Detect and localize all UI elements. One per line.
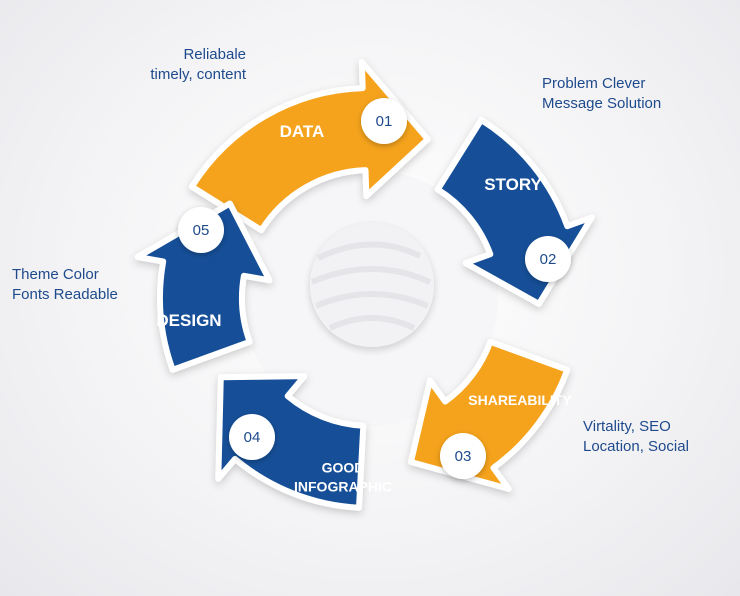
note-design-line-1: Theme Color bbox=[12, 266, 99, 283]
badge-number-02: 02 bbox=[540, 251, 557, 268]
badge-number-03: 03 bbox=[455, 448, 472, 465]
badge-number-04: 04 bbox=[244, 429, 261, 446]
note-design-line-2: Fonts Readable bbox=[12, 286, 118, 303]
step-label-03: SHAREABILITY bbox=[468, 392, 572, 408]
note-shareability-line-1: Virtality, SEO bbox=[583, 418, 671, 435]
badge-step-01: 01 bbox=[361, 98, 407, 144]
note-story-line-1: Problem Clever bbox=[542, 75, 646, 92]
step-label-line: DESIGN bbox=[156, 311, 221, 330]
badge-number-01: 01 bbox=[376, 113, 393, 130]
step-label-02: STORY bbox=[484, 175, 542, 194]
step-label-line: SHAREABILITY bbox=[468, 392, 572, 408]
globe-watermark-icon bbox=[310, 223, 434, 347]
note-design: Theme Color Fonts Readable bbox=[12, 265, 118, 305]
step-label-line: GOOD bbox=[322, 460, 365, 476]
note-story-line-2: Message Solution bbox=[542, 95, 662, 112]
note-story: Problem Clever Message Solution bbox=[542, 74, 661, 114]
step-label-05: DESIGN bbox=[156, 311, 221, 330]
badge-step-04: 04 bbox=[229, 414, 275, 460]
badge-number-05: 05 bbox=[193, 222, 210, 239]
arrow-step-04 bbox=[215, 373, 367, 511]
badge-step-02: 02 bbox=[525, 236, 571, 282]
note-data: Reliabale timely, content bbox=[120, 45, 246, 85]
step-label-line: STORY bbox=[484, 175, 542, 194]
step-label-04: GOOD INFOGRAPHIC bbox=[294, 460, 392, 495]
step-label-line: DATA bbox=[280, 122, 325, 141]
badge-step-03: 03 bbox=[440, 433, 486, 479]
step-label-line: INFOGRAPHIC bbox=[294, 479, 392, 495]
note-shareability-line-2: Location, Social bbox=[583, 438, 689, 455]
step-label-01: DATA bbox=[280, 122, 325, 141]
note-data-line-1: Reliabale bbox=[183, 46, 246, 63]
note-data-line-2: timely, content bbox=[150, 66, 246, 83]
badge-step-05: 05 bbox=[178, 207, 224, 253]
note-shareability: Virtality, SEO Location, Social bbox=[583, 417, 689, 457]
